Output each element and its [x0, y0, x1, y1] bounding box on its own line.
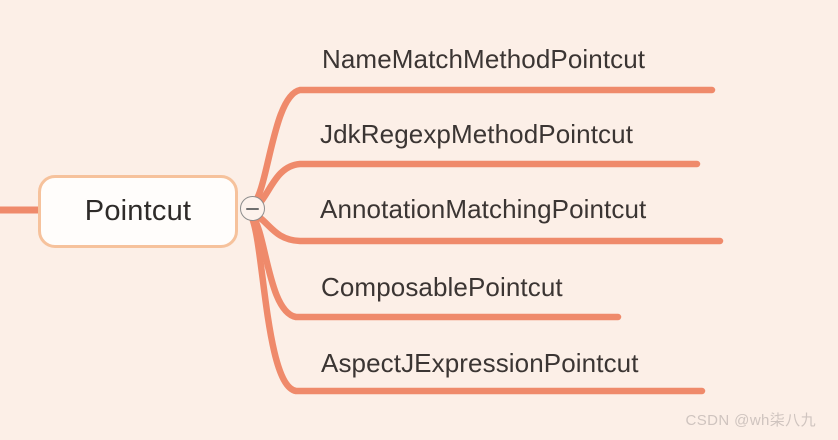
watermark: CSDN @wh柒八九: [685, 412, 816, 429]
root-node-label: Pointcut: [84, 195, 192, 227]
branch-curve-5: [248, 214, 706, 395]
leaf-node-composable-pointcut[interactable]: ComposablePointcut: [321, 272, 563, 302]
root-node-pointcut[interactable]: Pointcut: [38, 175, 238, 248]
leaf-node-jdk-regexp-method-pointcut[interactable]: JdkRegexpMethodPointcut: [320, 119, 634, 149]
minus-circle-icon[interactable]: [240, 196, 265, 221]
leaf-node-aspectj-expression-pointcut[interactable]: AspectJExpressionPointcut: [321, 348, 639, 378]
leaf-node-annotation-matching-pointcut[interactable]: AnnotationMatchingPointcut: [320, 194, 647, 224]
minus-glyph: [246, 207, 259, 210]
leaf-node-name-match-method-pointcut[interactable]: NameMatchMethodPointcut: [322, 44, 646, 74]
